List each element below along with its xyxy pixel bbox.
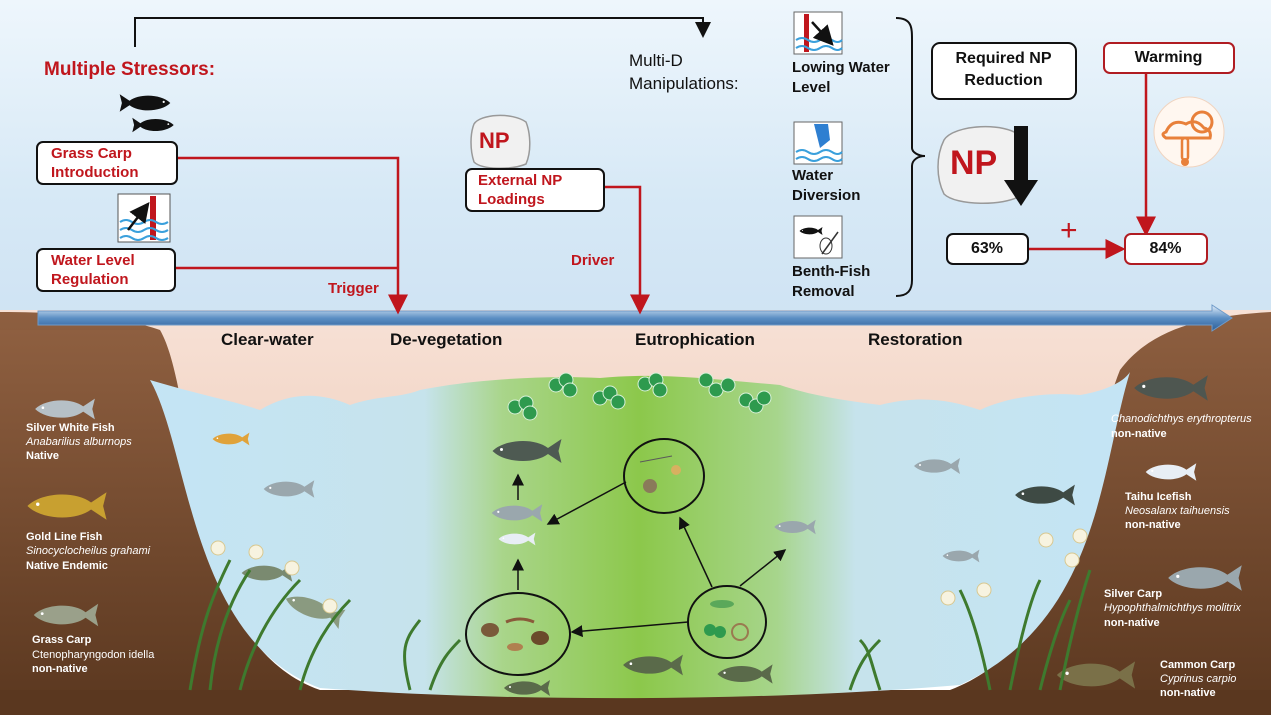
plus-sign: + xyxy=(1060,214,1078,247)
algae-colonies xyxy=(507,372,772,421)
lake-water xyxy=(150,372,1130,699)
np-bag-label: NP xyxy=(479,128,510,153)
base-reduction-value: 63% xyxy=(970,240,1004,257)
manipulations-heading-line2: Manipulations: xyxy=(629,74,739,93)
species-status: Native Endemic xyxy=(26,560,108,572)
species-name: Taihu Icefish xyxy=(1125,491,1192,503)
grass-carp-introduction-box: Grass Carp Introduction xyxy=(36,141,178,185)
required-np-line2: Reduction xyxy=(964,72,1043,89)
species-name: Grass Carp xyxy=(32,634,92,646)
manipulations-brace xyxy=(895,17,926,297)
water-level-gauge-icon xyxy=(117,193,171,243)
species-scientific-name: Hypophthalmichthys molitrix xyxy=(1104,602,1241,614)
manipulations-heading-line1: Multi-D xyxy=(629,51,683,70)
stage-clear-water: Clear-water xyxy=(221,330,314,349)
warming-icon xyxy=(1153,96,1225,168)
timeline-arrow xyxy=(37,304,1233,332)
required-np-line1: Required NP xyxy=(955,50,1052,67)
external-np-label-line1: External NP xyxy=(478,172,563,189)
grass-carp-line xyxy=(178,156,408,315)
species-scientific-name: Neosalanx taihuensis xyxy=(1125,505,1230,517)
stage-restoration: Restoration xyxy=(868,330,963,349)
lowing-water-level-icon xyxy=(793,11,843,55)
warmed-reduction-value: 84% xyxy=(1149,240,1182,257)
warming-box: Warming xyxy=(1103,42,1235,74)
stressors-heading: Multiple Stressors: xyxy=(44,59,216,80)
grass-carp-label-line2: Introduction xyxy=(51,164,139,181)
trigger-label: Trigger xyxy=(328,280,379,297)
species-name: Silver Carp xyxy=(1104,588,1163,600)
lowing-water-label-line2: Level xyxy=(792,79,831,96)
np-reduction-bag-icon xyxy=(937,126,1038,206)
stage-de-vegetation: De-vegetation xyxy=(390,330,503,349)
driver-label: Driver xyxy=(571,252,615,269)
np-loading-line xyxy=(605,185,650,315)
species-scientific-name: Chanodichthys erythropterus xyxy=(1111,413,1252,425)
lowing-water-label-line1: Lowing Water xyxy=(792,59,890,76)
water-diversion-label-line2: Diversion xyxy=(792,187,861,204)
species-status: Native xyxy=(26,450,60,462)
species-status: non-native xyxy=(1111,428,1167,440)
warmed-reduction-box: 84% xyxy=(1124,233,1208,265)
species-scientific-name: Ctenopharyngodon idella xyxy=(32,649,155,661)
sky-background xyxy=(0,0,1271,320)
species-scientific-name: Cyprinus carpio xyxy=(1160,673,1237,685)
species-name: Gold Line Fish xyxy=(26,531,103,543)
grass-carp-label-line1: Grass Carp xyxy=(51,145,132,162)
water-level-label-line2: Regulation xyxy=(51,271,129,288)
warming-label: Warming xyxy=(1134,49,1203,66)
np-bag-icon xyxy=(470,114,531,169)
external-np-label-line2: Loadings xyxy=(478,191,545,208)
species-status: non-native xyxy=(1104,617,1160,629)
benthos-cluster xyxy=(481,617,549,651)
species-scientific-name: Sinocyclocheilus grahami xyxy=(26,545,151,557)
species-name: Silver White Fish xyxy=(26,422,115,434)
water-diversion-icon xyxy=(793,121,843,165)
benth-fish-removal-icon xyxy=(793,215,843,259)
benth-fish-label-line2: Removal xyxy=(792,283,855,300)
benth-fish-label-line1: Benth-Fish xyxy=(792,263,871,280)
species-name: Cammon Carp xyxy=(1160,659,1236,671)
species-status: non-native xyxy=(1160,687,1216,699)
water-level-regulation-box: Water Level Regulation xyxy=(36,248,176,292)
food-web xyxy=(465,438,787,676)
required-np-reduction-box: Required NP Reduction xyxy=(931,42,1077,100)
water-diversion-label-line1: Water xyxy=(792,167,834,184)
species-scientific-name: Anabarilius alburnops xyxy=(26,436,132,448)
zooplankton-cluster xyxy=(639,455,681,493)
base-reduction-box: 63% xyxy=(946,233,1029,265)
np-reduction-bag-label: NP xyxy=(950,144,998,182)
right-soil xyxy=(950,312,1271,715)
external-np-loadings-box: External NP Loadings xyxy=(465,168,605,212)
species-status: non-native xyxy=(32,663,88,675)
water-lilies xyxy=(210,528,1088,614)
submerged-plants xyxy=(188,559,1092,691)
feedback-connector xyxy=(134,17,711,47)
stage-eutrophication: Eutrophication xyxy=(635,330,755,349)
phytoplankton-cluster xyxy=(704,600,749,641)
water-level-label-line1: Water Level xyxy=(51,252,135,269)
species-status: non-native xyxy=(1125,519,1181,531)
